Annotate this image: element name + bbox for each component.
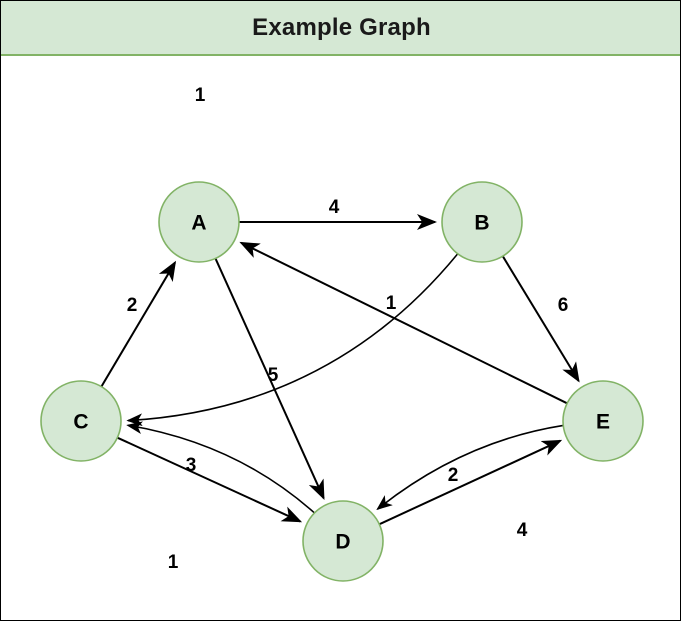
edge-weight-a-b: 4 <box>329 197 340 218</box>
node-label-b: B <box>474 212 489 235</box>
edge-c-a[interactable] <box>100 260 177 388</box>
edge-d-c[interactable] <box>126 421 316 514</box>
edge-labels-layer: 4 1 6 2 3 5 1 2 4 1 <box>127 85 569 573</box>
edge-weight-a-d: 5 <box>268 365 279 386</box>
edge-e-d[interactable] <box>376 424 564 511</box>
edge-d-e[interactable] <box>378 439 563 526</box>
edge-weight-c-d: 3 <box>186 455 197 476</box>
node-e[interactable]: E <box>562 380 644 462</box>
node-label-e: E <box>596 411 610 434</box>
edge-weight-b-c: 1 <box>195 85 206 106</box>
edge-weight-e-a: 1 <box>386 293 397 314</box>
edge-e-a[interactable] <box>239 241 568 405</box>
node-a[interactable]: A <box>158 181 240 263</box>
nodes-layer: A B C D E <box>40 181 644 582</box>
node-label-d: D <box>335 531 350 554</box>
title-bar: Example Graph <box>1 1 680 56</box>
edge-weight-c-a: 2 <box>127 295 138 316</box>
edge-b-c[interactable] <box>126 253 459 427</box>
node-c[interactable]: C <box>40 380 122 462</box>
edge-weight-b-e: 6 <box>558 295 569 316</box>
page-title: Example Graph <box>252 13 431 41</box>
edge-weight-d-c: 1 <box>168 552 179 573</box>
node-circle-d[interactable] <box>302 500 384 582</box>
edge-weight-e-d: 4 <box>517 520 528 541</box>
graph-svg[interactable]: 4 1 6 2 3 5 1 2 4 1 A B C D E <box>1 56 681 621</box>
node-circle-c[interactable] <box>40 380 122 462</box>
graph-canvas[interactable]: 4 1 6 2 3 5 1 2 4 1 A B C D E <box>1 56 681 621</box>
node-d[interactable]: D <box>302 500 384 582</box>
edge-c-d[interactable] <box>116 436 303 523</box>
edge-b-e[interactable] <box>501 255 580 383</box>
node-circle-e[interactable] <box>562 380 644 462</box>
node-label-a: A <box>191 212 206 235</box>
edge-a-d[interactable] <box>214 258 325 500</box>
node-circle-b[interactable] <box>441 181 523 263</box>
node-label-c: C <box>73 411 88 434</box>
node-circle-a[interactable] <box>158 181 240 263</box>
edges-layer <box>100 214 580 526</box>
edge-weight-d-e: 2 <box>448 465 459 486</box>
node-b[interactable]: B <box>441 181 523 263</box>
